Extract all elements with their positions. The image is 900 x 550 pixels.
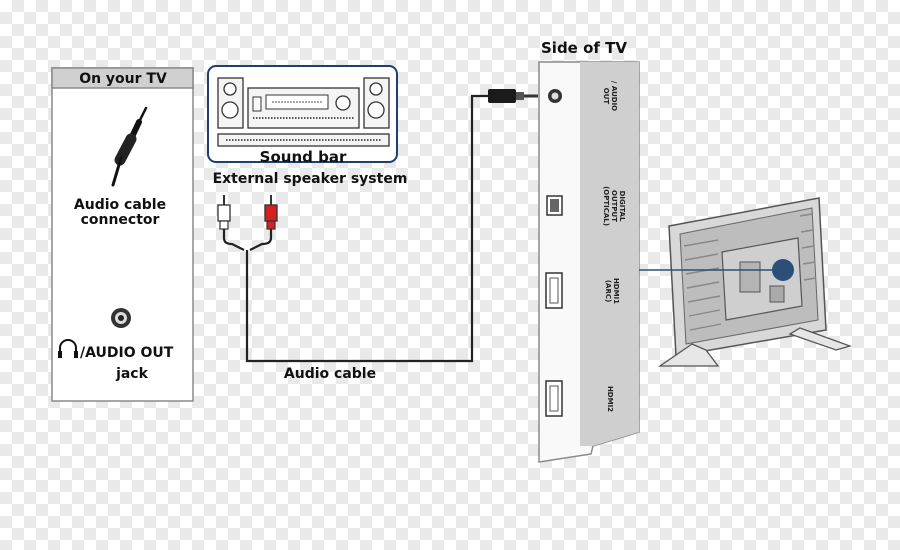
port-digital-line3: (OPTICAL) [602, 186, 610, 226]
audio-jack-icon [111, 308, 131, 328]
connector-label-line2: connector [81, 212, 160, 228]
port-hdmi1-line2: (ARC) [604, 280, 612, 302]
headphone-icon [58, 339, 78, 358]
tv-side-plug-icon [488, 89, 538, 103]
receiver-icon [217, 77, 390, 147]
tv-back-icon [657, 197, 853, 367]
sound-bar-caption: External speaker system [213, 171, 408, 187]
port-digital-line1: DIGITAL [618, 191, 626, 222]
on-your-tv-header: On your TV [79, 71, 167, 87]
on-your-tv-panel: On your TV Audio cable connector /AUDIO … [51, 67, 194, 402]
audio-cable-line [222, 94, 488, 363]
port-audio-out-line2: OUT [602, 88, 610, 105]
port-hdmi1-line1: HDMI1 [612, 278, 620, 304]
tv-side-panel [538, 61, 640, 463]
sound-bar-label: Sound bar [260, 148, 347, 166]
port-audio-out-line1: / AUDIO [610, 81, 618, 111]
jack-label-line2: jack [115, 366, 149, 382]
hdmi1-port [545, 272, 563, 309]
rca-plugs-icon [217, 195, 278, 230]
digital-optical-port [546, 195, 563, 216]
hdmi2-port [545, 380, 563, 417]
port-hdmi2: HDMI2 [606, 386, 614, 412]
jack-label-line1: /AUDIO OUT [80, 345, 174, 361]
audio-cable-label: Audio cable [284, 366, 376, 382]
port-digital-line2: OUTPUT [610, 190, 618, 222]
sound-bar-box: Sound bar [207, 65, 398, 166]
audio-out-port [548, 89, 562, 103]
connector-label-line1: Audio cable [74, 197, 166, 213]
audio-plug-icon [111, 106, 148, 187]
side-of-tv-title: Side of TV [541, 39, 627, 57]
on-your-tv-header-bar [51, 67, 194, 89]
